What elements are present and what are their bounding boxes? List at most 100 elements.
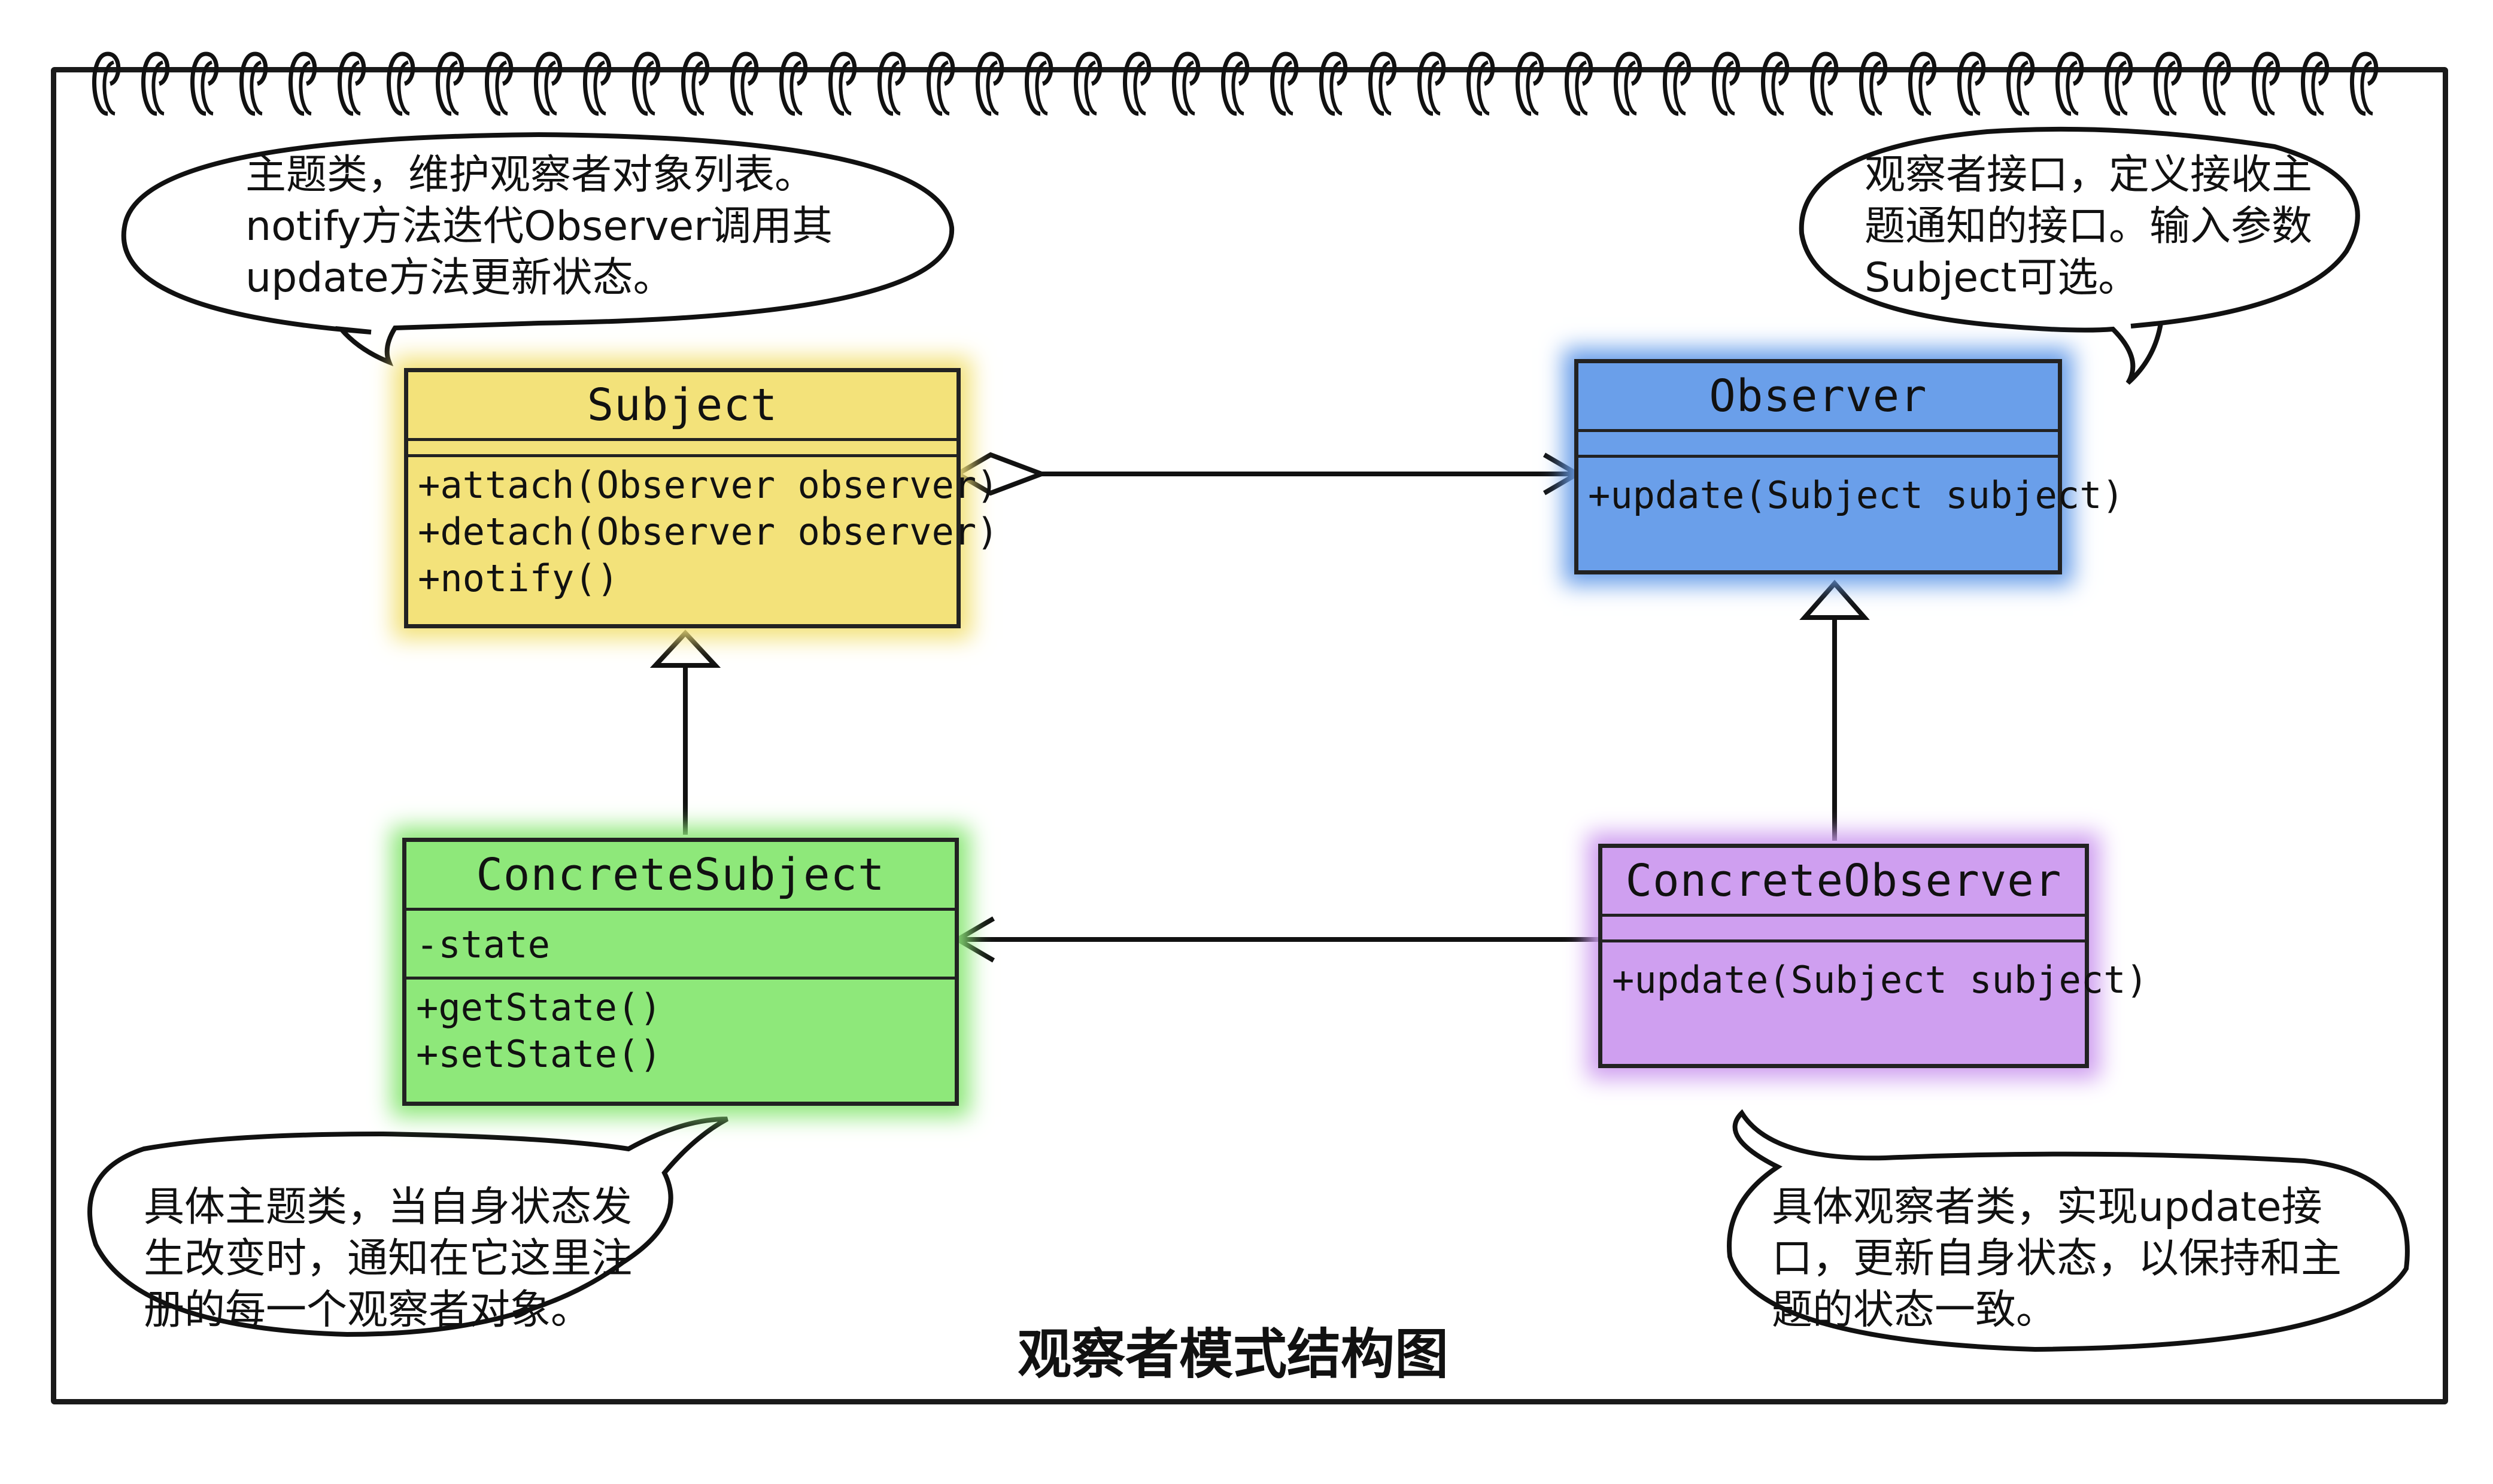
notebook-frame [51, 67, 2448, 1404]
note-line: 具体观察者类，实现update接 [1772, 1184, 2322, 1231]
spiral-loop [1859, 51, 1888, 116]
spiral-loop [190, 51, 219, 116]
spiral-loop [1270, 51, 1299, 116]
spiral-loop [1221, 51, 1250, 116]
class-attributes [1578, 432, 2058, 458]
class-operations: +update(Subject subject) [1602, 942, 2148, 1008]
spiral-loop [141, 51, 170, 116]
note-subject: 主题类，维护观察者对象列表。 notify方法迭代Observer调用其 upd… [245, 150, 833, 304]
class-observer: Observer +update(Subject subject) [1574, 359, 2124, 574]
spiral-loop [2055, 51, 2084, 116]
spiral-loop [828, 51, 857, 116]
spiral-loop [1319, 51, 1348, 116]
bubble-subject [121, 132, 955, 367]
operation-attach: +attach(Observer observer) [418, 463, 999, 507]
spiral-loop [1172, 51, 1201, 116]
operation-update: +update(Subject subject) [1612, 958, 2148, 1002]
spiral-binding [92, 51, 2379, 116]
spiral-loop [583, 51, 612, 116]
class-operations: +getState() +setState() [406, 980, 955, 1082]
spiral-loop [2301, 51, 2330, 116]
class-concrete-subject: ConcreteSubject -state +getState() +setS… [402, 838, 959, 1106]
note-concrete-observer: 具体观察者类，实现update接 口，更新自身状态，以保持和主 题的状态一致。 [1772, 1182, 2342, 1336]
spiral-loop [1417, 51, 1446, 116]
class-name: Subject [408, 372, 956, 441]
spiral-loop [2105, 51, 2133, 116]
note-line: 口，更新自身状态，以保持和主 [1772, 1235, 2342, 1282]
spiral-loop [2203, 51, 2231, 116]
bubble-concrete-subject [87, 1117, 728, 1337]
spiral-loop [92, 51, 121, 116]
spiral-loop [779, 51, 808, 116]
spiral-loop [877, 51, 906, 116]
attribute-state: -state [416, 923, 550, 966]
generalization-connector-observer [1799, 579, 1870, 841]
bubble-observer [1799, 126, 2360, 385]
note-concrete-subject: 具体主题类，当自身状态发 生改变时，通知在它这里注 册的每一个观察者对象。 [144, 1182, 632, 1336]
operation-getstate: +getState() [416, 986, 662, 1029]
spiral-loop [2154, 51, 2182, 116]
spiral-loop [681, 51, 710, 116]
spiral-loop [1516, 51, 1544, 116]
class-name: ConcreteSubject [406, 842, 955, 911]
note-line: 主题类，维护观察者对象列表。 [245, 151, 816, 199]
spiral-loop [976, 51, 1004, 116]
spiral-loop [2006, 51, 2035, 116]
note-line: notify方法迭代Observer调用其 [245, 203, 833, 250]
spiral-loop [436, 51, 464, 116]
note-line: update方法更新状态。 [245, 254, 674, 302]
generalization-connector-subject [649, 630, 721, 835]
class-name: Observer [1578, 363, 2058, 432]
note-observer: 观察者接口，定义接收主 题通知的接口。输入参数 Subject可选。 [1865, 150, 2312, 304]
spiral-loop [485, 51, 514, 116]
spiral-loop [534, 51, 563, 116]
operation-notify: +notify() [418, 556, 619, 600]
class-concrete-observer: ConcreteObserver +update(Subject subject… [1598, 844, 2148, 1068]
note-line: 题的状态一致。 [1772, 1287, 2057, 1334]
operation-detach: +detach(Observer observer) [418, 510, 999, 554]
bubble-concrete-observer [1727, 1109, 2410, 1352]
spiral-loop [1957, 51, 1986, 116]
class-operations: +attach(Observer observer) +detach(Obser… [408, 457, 999, 607]
spiral-loop [1025, 51, 1053, 116]
spiral-loop [1565, 51, 1593, 116]
class-subject: Subject +attach(Observer observer) +deta… [404, 368, 999, 628]
class-attributes [408, 441, 956, 457]
spiral-loop [1368, 51, 1397, 116]
spiral-loop [1466, 51, 1495, 116]
spiral-loop [1614, 51, 1642, 116]
spiral-loop [1123, 51, 1152, 116]
operation-setstate: +setState() [416, 1032, 662, 1076]
spiral-loop [632, 51, 661, 116]
class-attributes [1602, 917, 2085, 942]
note-line: 观察者接口，定义接收主 [1865, 151, 2313, 199]
spiral-loop [2350, 51, 2379, 116]
note-line: 具体主题类，当自身状态发 [144, 1184, 633, 1231]
note-line: Subject可选。 [1865, 254, 2139, 302]
spiral-loop [1761, 51, 1790, 116]
spiral-loop [730, 51, 759, 116]
spiral-loop [927, 51, 955, 116]
aggregation-connector [953, 452, 1582, 496]
class-operations: +update(Subject subject) [1578, 458, 2124, 524]
association-connector [953, 916, 1598, 963]
spiral-loop [1663, 51, 1692, 116]
spiral-loop [1810, 51, 1839, 116]
spiral-loop [1074, 51, 1103, 116]
spiral-loop [1712, 51, 1741, 116]
spiral-loop [387, 51, 415, 116]
operation-update: +update(Subject subject) [1588, 473, 2124, 517]
class-attributes: -state [406, 911, 955, 980]
spiral-loop [1908, 51, 1937, 116]
diagram-caption: 观察者模式结构图 [1018, 1323, 1449, 1386]
note-line: 册的每一个观察者对象。 [144, 1287, 592, 1334]
note-line: 生改变时，通知在它这里注 [144, 1235, 633, 1282]
note-line: 题通知的接口。输入参数 [1865, 203, 2313, 250]
spiral-loop [289, 51, 317, 116]
class-name: ConcreteObserver [1602, 848, 2085, 917]
spiral-loop [338, 51, 366, 116]
spiral-loop [239, 51, 268, 116]
spiral-loop [2252, 51, 2281, 116]
